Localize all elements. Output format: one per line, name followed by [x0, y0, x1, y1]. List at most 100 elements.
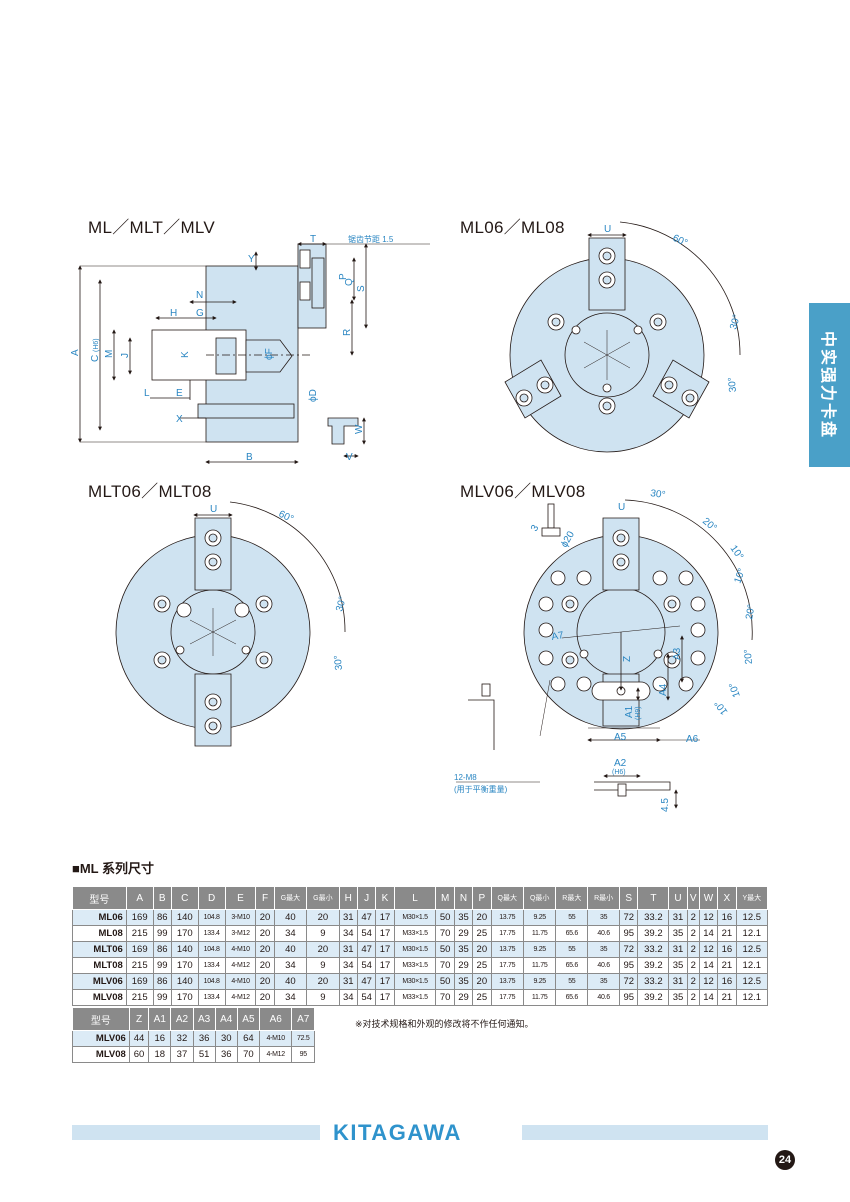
ml06-label-60: 60° — [671, 233, 689, 249]
page-number: 24 — [775, 1150, 795, 1170]
mlv06-label-a5: A5 — [614, 732, 627, 743]
dim-table-value-cell: 169 — [125, 909, 154, 926]
mlv-table-value-cell: 72.5 — [291, 1030, 315, 1047]
dim-table-value-cell: 34 — [273, 957, 308, 974]
dim-table-value-cell: 54 — [356, 925, 377, 942]
mlv06-label-10c: 10° — [727, 681, 743, 699]
dim-table-value-cell: 35 — [668, 925, 688, 942]
label-pitch: 锯齿节距 1.5 — [348, 234, 394, 244]
mlv-table-value-cell: 51 — [192, 1046, 216, 1063]
dim-table-value-cell: 104.8 — [197, 941, 226, 958]
mlv-table-header-cell: A5 — [236, 1007, 261, 1031]
dim-table-value-cell: 55 — [555, 941, 589, 958]
dim-table-model-cell: ML06 — [72, 909, 127, 926]
dim-table-value-cell: 9.25 — [522, 909, 557, 926]
dim-table-value-cell: 9.25 — [522, 973, 557, 990]
mlv06-label-a4: A4 — [658, 683, 669, 696]
dim-table-value-cell: 25 — [472, 989, 492, 1006]
dim-table-value-cell: M33×1.5 — [393, 925, 437, 942]
dim-table-value-cell: 20 — [255, 973, 275, 990]
dim-table-value-cell: 12.1 — [735, 989, 769, 1006]
dim-table-value-cell: 16 — [717, 909, 737, 926]
dim-table-value-cell: 170 — [170, 957, 199, 974]
section-title: ■ML 系列尺寸 — [72, 861, 154, 876]
dim-table-model-cell: MLT08 — [72, 957, 127, 974]
mlv-table-model-cell: MLV06 — [72, 1030, 130, 1047]
dim-table-value-cell: 215 — [125, 925, 154, 942]
mlv-table-header-cell: A3 — [192, 1007, 216, 1031]
dim-table-value-cell: 215 — [125, 957, 154, 974]
dim-table-value-cell: 20 — [472, 909, 492, 926]
dim-table-header-cell: W — [698, 886, 719, 910]
dim-table-value-cell: 39.2 — [637, 957, 670, 974]
mlv-table-value-cell: 32 — [170, 1030, 194, 1047]
ml06-label-30b: 30° — [727, 377, 739, 393]
mlv06-label-a3: A3 — [672, 647, 683, 660]
kitagawa-logo: KITAGAWA — [333, 1120, 462, 1145]
dim-table-header-cell: T — [637, 886, 670, 910]
dim-table-value-cell: 169 — [125, 973, 154, 990]
label-q: Q — [344, 278, 355, 286]
dim-table-model-cell: MLV06 — [72, 973, 127, 990]
dim-table-value-cell: 50 — [435, 909, 455, 926]
dim-table-value-cell: 47 — [356, 941, 377, 958]
dim-table-value-cell: 35 — [587, 909, 621, 926]
dim-table-value-cell: 35 — [453, 909, 474, 926]
dim-table-value-cell: 14 — [698, 925, 719, 942]
dim-table-header-cell: G最大 — [273, 886, 308, 910]
dim-table-value-cell: 50 — [435, 973, 455, 990]
label-f: ϕF — [264, 348, 275, 360]
ml06-label-u: U — [604, 224, 611, 235]
ml06-label-30a: 30° — [728, 313, 743, 330]
dim-table-value-cell: 17.75 — [490, 925, 524, 942]
dim-table-value-cell: 35 — [668, 989, 688, 1006]
dim-table-value-cell: 20 — [255, 989, 275, 1006]
dim-table-value-cell: 34 — [338, 957, 358, 974]
dim-table-value-cell: 25 — [472, 925, 492, 942]
dim-table-value-cell: 40 — [273, 973, 308, 990]
dim-table-value-cell: 70 — [435, 925, 455, 942]
dim-table-header-cell: E — [224, 886, 257, 910]
side-section-view — [78, 242, 430, 464]
mlv06-label-a2: A2 — [614, 758, 627, 769]
dim-table-value-cell: 39.2 — [637, 925, 670, 942]
dim-table-value-cell: 104.8 — [197, 909, 226, 926]
dim-table-value-cell: 11.75 — [522, 925, 557, 942]
dim-table-value-cell: 17 — [375, 957, 395, 974]
label-v: V — [346, 452, 353, 463]
dim-table-header-cell: Y最大 — [735, 886, 769, 910]
dim-table-header-cell: G最小 — [306, 886, 340, 910]
dim-table-value-cell: 4-M12 — [224, 989, 257, 1006]
dim-table-value-cell: 16 — [717, 973, 737, 990]
label-c: C — [90, 355, 101, 362]
dim-table-value-cell: 20 — [306, 973, 340, 990]
mlv-table-value-cell: 4-M10 — [258, 1030, 293, 1047]
dim-table-value-cell: 25 — [472, 957, 492, 974]
label-k: K — [180, 351, 191, 358]
mlv-table-value-cell: 70 — [236, 1046, 261, 1063]
dim-table-value-cell: 14 — [698, 989, 719, 1006]
mlv06-label-20b: 20° — [744, 604, 757, 621]
dim-table-value-cell: 35 — [453, 941, 474, 958]
dim-table-header-cell: H — [338, 886, 358, 910]
mlv-table-header-cell: 型号 — [72, 1007, 130, 1031]
dim-table-value-cell: 39.2 — [637, 989, 670, 1006]
ml-diagram-title: ML／MLT／MLV — [88, 218, 216, 237]
dim-table-header-cell: U — [668, 886, 688, 910]
dim-table-value-cell: 14 — [698, 957, 719, 974]
dim-table-value-cell: 33.2 — [637, 973, 670, 990]
dim-table-value-cell: 169 — [125, 941, 154, 958]
mlv-table-header-cell: Z — [128, 1007, 150, 1031]
dim-table-value-cell: 20 — [306, 909, 340, 926]
label-n: N — [196, 290, 203, 301]
mlt06-label-30b: 30° — [333, 655, 345, 671]
footer-bar-left — [72, 1125, 320, 1140]
mlv-table-value-cell: 64 — [236, 1030, 261, 1047]
label-t: T — [310, 234, 316, 245]
dim-table-value-cell: 170 — [170, 989, 199, 1006]
dim-table-value-cell: 21 — [717, 925, 737, 942]
dim-table-value-cell: M30×1.5 — [393, 973, 437, 990]
